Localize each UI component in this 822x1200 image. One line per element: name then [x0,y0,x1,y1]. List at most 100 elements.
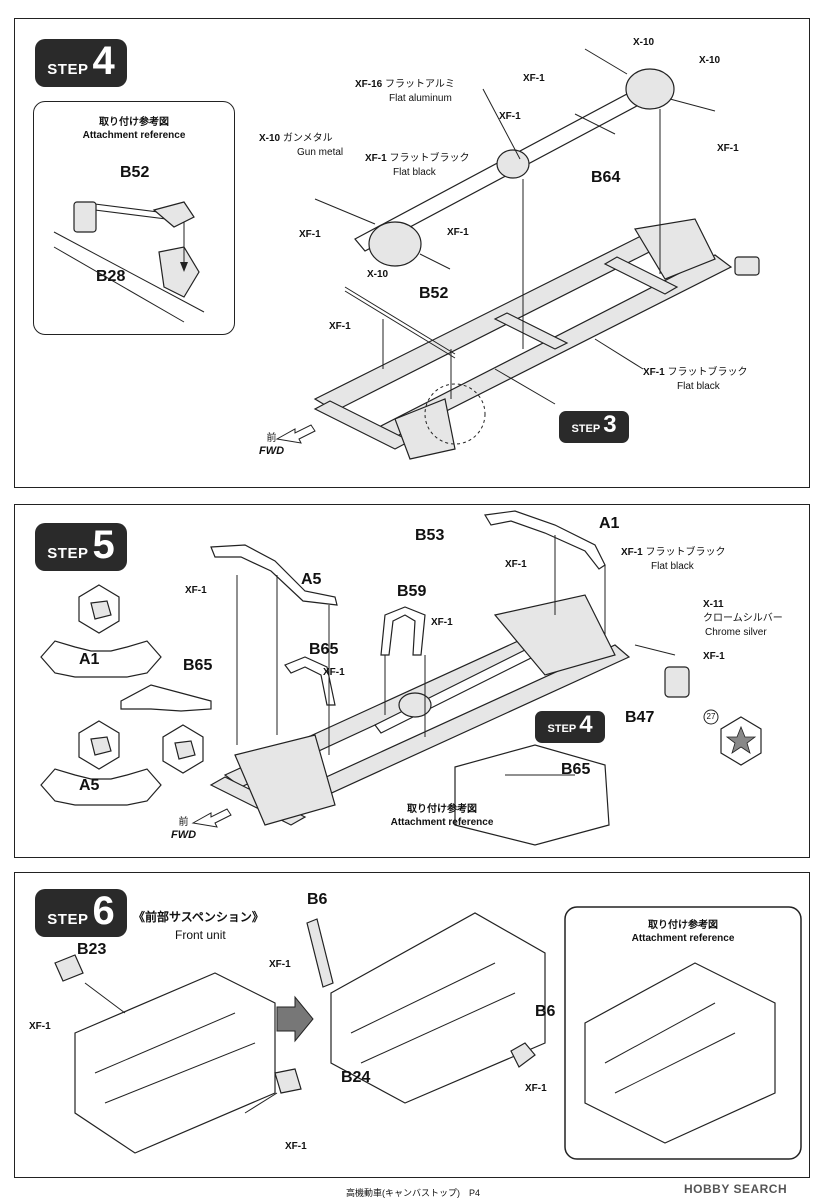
fwd-jp: 前 [178,817,189,828]
step6-reference-title: 取り付け参考図 Attachment reference [605,919,761,945]
part-b24: B24 [341,1069,371,1086]
step-number: 5 [92,523,115,567]
label-xf1-a1-code: XF-1 [621,547,643,558]
step4-sub-badge: STEP 4 [535,711,605,743]
fwd-label: 前 FWD [259,433,284,457]
label-xf1-a1-jp: フラットブラック [645,547,726,558]
label-xf1-b53: XF-1 [505,559,527,570]
part-b59: B59 [397,583,427,600]
watermark: HOBBY SEARCH [684,1182,788,1196]
sub-step-word: STEP [571,423,601,435]
part-b65: B65 [309,641,339,658]
reference-title-jp: 取り付け参考図 [407,804,477,815]
label-xf1-a1: XF-1 フラットブラック [621,547,725,559]
reference-title-en: Attachment reference [390,817,494,828]
label-xf1-rod: XF-1 [329,321,351,332]
label-x10-right: X-10 [699,55,721,66]
step5-panel: STEP 5 A1 B65 A5 [14,504,810,858]
step6-subtitle-jp: 《前部サスペンション》 [133,910,264,924]
label-xf1-flat-black-jp: フラットブラック [389,153,470,164]
label-xf1-top: XF-1 [523,73,545,84]
label-xf1-b23: XF-1 [29,1021,51,1032]
fwd-en: FWD [171,829,197,841]
part-a5: A5 [301,571,322,588]
fwd-label: 前 FWD [171,817,196,841]
reference-title-en: Attachment reference [631,933,735,944]
label-xf1-flat-black-en: Flat black [393,167,436,178]
label-x11: X-11 [703,599,724,610]
label-xf1-flat-black: XF-1 フラットブラック [365,153,469,165]
reference-title: 取り付け参考図 Attachment reference [34,116,234,142]
step-word: STEP [47,61,89,78]
side-part-a1: A1 [79,651,100,668]
label-x10-bottom: X-10 [367,269,389,280]
label-x10-top: X-10 [633,37,655,48]
label-xf1-b24: XF-1 [285,1141,307,1152]
ref-part-b52: B52 [120,164,150,181]
label-xf1-left: XF-1 [299,229,321,240]
step4-chassis-drawing [275,48,760,460]
reference-title-en: Attachment reference [82,130,186,141]
part-b47: B47 [625,709,655,726]
step5-reference-title: 取り付け参考図 Attachment reference [367,803,517,829]
label-xf1-b65: XF-1 [323,667,345,678]
label-xf16-code: XF-16 [355,79,383,90]
label-xf1-b59: XF-1 [431,617,453,628]
sub-step-number: 4 [579,711,593,738]
part-b65-reference: B65 [561,761,591,778]
circled-number: 27 [706,712,716,721]
label-xf1-b6-right: XF-1 [525,1083,547,1094]
step4-reference-box: 取り付け参考図 Attachment reference B52 B28 [33,101,235,335]
reference-drawing [53,201,205,323]
sub-step-number: 3 [603,411,617,438]
part-b6-top: B6 [307,891,328,908]
step5-side-parts [40,584,212,806]
label-xf1-mid: XF-1 [499,111,521,122]
step6-drawings [54,906,802,1160]
step5-chassis-drawing [191,510,762,846]
ref-part-b28: B28 [96,268,126,285]
label-x10-left-en: Gun metal [297,147,344,158]
part-a1: A1 [599,515,620,532]
step5-badge: STEP 5 [35,523,127,571]
label-xf1-b47: XF-1 [703,651,725,662]
step-word: STEP [47,545,89,562]
sub-step-word: STEP [547,723,577,735]
part-b52: B52 [419,285,449,302]
part-b64: B64 [591,169,621,186]
step-number: 4 [92,39,115,83]
part-b6-right: B6 [535,1003,556,1020]
fwd-jp: 前 [266,433,277,444]
label-x11-en: Chrome silver [705,627,767,638]
label-xf1-frame-en: Flat black [677,381,720,392]
step3-sub-badge: STEP 3 [559,411,629,443]
label-xf1-diff: XF-1 [447,227,469,238]
step6-panel: STEP 6 《前部サスペンション》 Front unit B23 B24 B6… [14,872,810,1178]
step6-subtitle-en: Front unit [175,928,226,942]
page-footer: 高機動車(キャンバストップ) P4 [346,1188,481,1198]
reference-title-jp: 取り付け参考図 [99,117,169,128]
label-xf1-a1-en: Flat black [651,561,694,572]
step-number: 6 [92,889,115,933]
label-xf16: XF-16 フラットアルミ [355,79,455,91]
reference-title-jp: 取り付け参考図 [648,920,718,931]
label-xf16-jp: フラットアルミ [385,79,455,90]
step-word: STEP [47,911,89,928]
side-part-b65: B65 [183,657,213,674]
label-x10-left-code: X-10 [259,133,281,144]
step4-panel: STEP 4 取り付け参考図 Attachment reference B52 … [14,18,810,488]
label-x10-left-jp: ガンメタル [282,133,333,144]
step4-badge: STEP 4 [35,39,127,87]
label-xf1-flat-black-code: XF-1 [365,153,387,164]
fwd-en: FWD [259,445,285,457]
label-x11-jp: クロームシルバー [703,613,783,624]
part-b23: B23 [77,941,107,958]
label-xf1-a5: XF-1 [185,585,207,596]
label-xf1-b6-top: XF-1 [269,959,291,970]
label-x10-left: X-10 ガンメタル [259,133,333,145]
label-xf1-right: XF-1 [717,143,739,154]
part-b53: B53 [415,527,445,544]
label-xf1-frame: XF-1 フラットブラック [643,367,747,379]
side-part-a5: A5 [79,777,100,794]
label-xf1-frame-jp: フラットブラック [667,367,748,378]
